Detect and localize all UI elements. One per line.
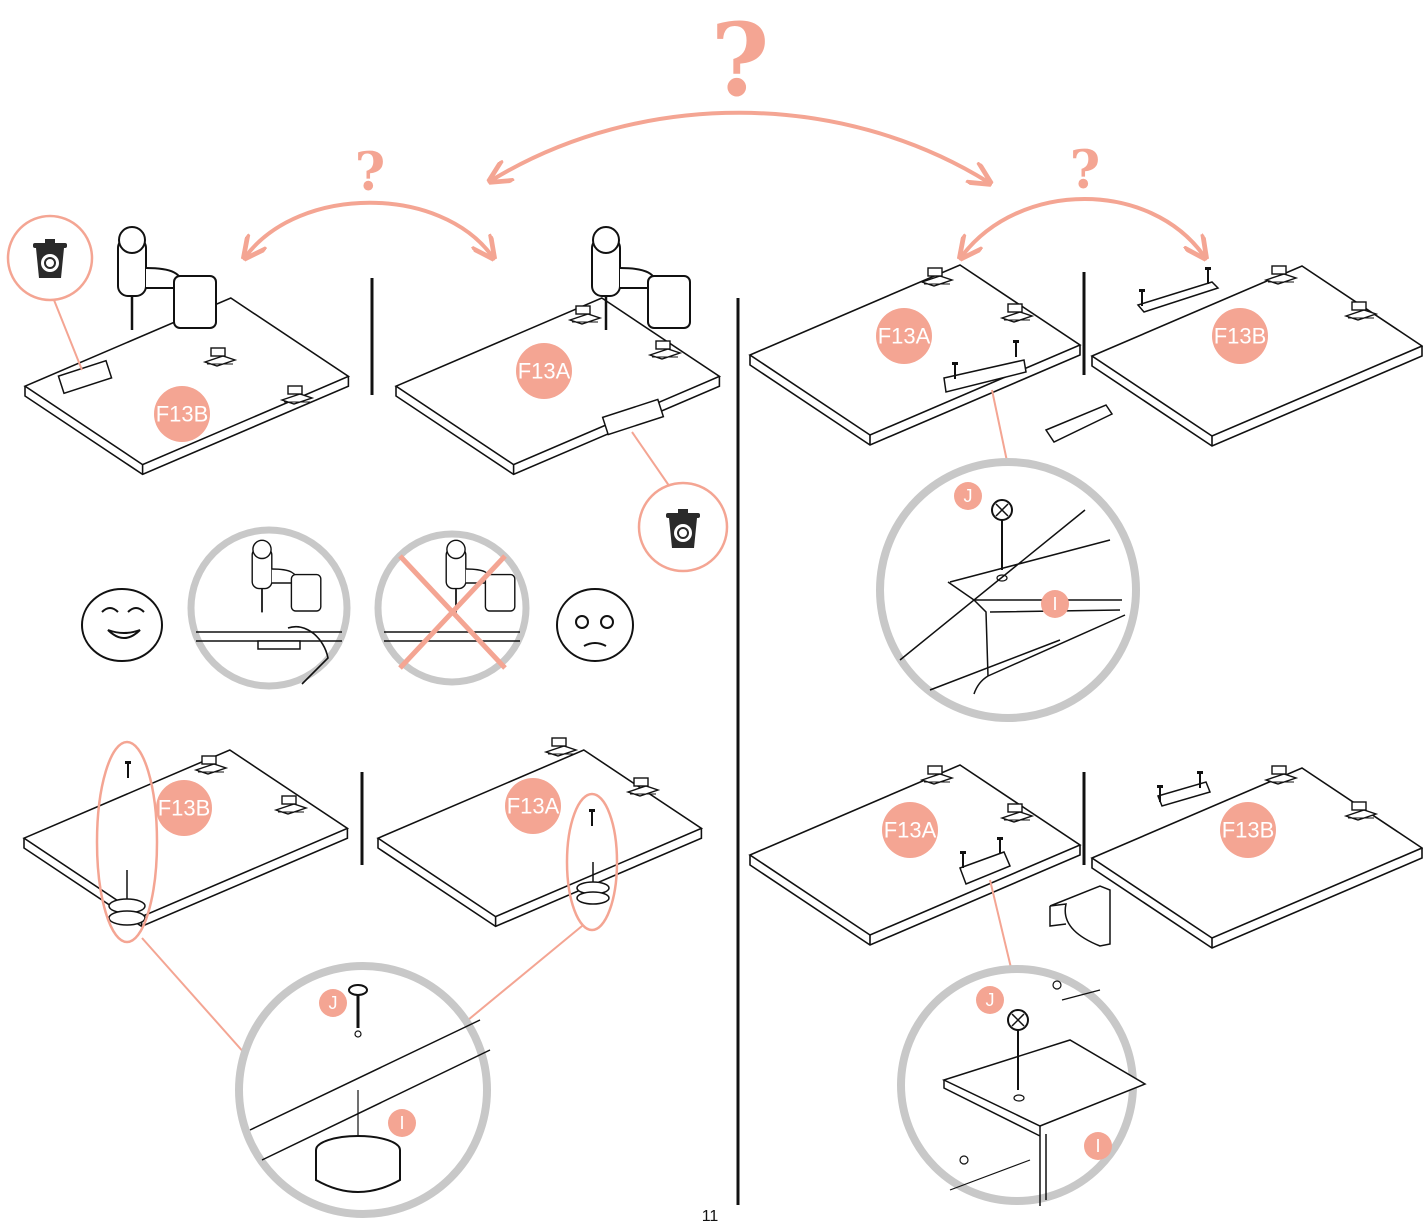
sad-face-icon — [556, 588, 634, 662]
label-f13b: F13B — [156, 402, 209, 427]
label-badge — [1212, 308, 1268, 364]
short-handle-part — [1049, 885, 1111, 947]
label-f13b: F13B — [158, 796, 211, 821]
drill-icon — [116, 225, 218, 332]
top-question-mark: ? — [711, 1, 770, 119]
happy-face-icon — [81, 588, 163, 662]
label-f13a: F13A — [884, 818, 937, 843]
foot-detail-circle: J I — [235, 962, 491, 1218]
right-question-mark: ? — [1070, 140, 1100, 201]
board-f13a-foot: F13A — [377, 737, 703, 932]
board-f13a-long-handle: F13A — [749, 264, 1081, 446]
label-f13b: F13B — [1222, 818, 1275, 843]
correct-drilling-circle — [187, 526, 351, 690]
long-handle-detail-circle: J I — [876, 458, 1140, 722]
left-double-arrow — [246, 200, 492, 256]
label-f13a: F13A — [507, 794, 560, 819]
label-j: J — [986, 990, 995, 1010]
left-question-mark: ? — [355, 142, 385, 203]
label-f13b: F13B — [1214, 324, 1267, 349]
label-f13a: F13A — [518, 359, 571, 384]
board-f13b-foot: F13B — [23, 740, 349, 944]
drill-icon — [590, 225, 692, 332]
wrong-drilling-circle — [374, 530, 530, 686]
label-i: I — [1052, 594, 1057, 614]
scrap-wood-block — [601, 398, 665, 436]
label-badge — [156, 780, 212, 836]
right-double-arrow — [962, 197, 1204, 256]
label-f13a: F13A — [878, 324, 931, 349]
board-f13b-long-handle: F13B — [1091, 265, 1423, 447]
zoom-connector — [141, 937, 247, 1056]
board-f13b-drilling: F13B — [24, 225, 350, 476]
label-j: J — [964, 486, 973, 506]
top-double-arrow — [492, 110, 988, 182]
label-badge — [505, 778, 561, 834]
label-i: I — [399, 1113, 404, 1133]
short-handle-detail-circle: J I — [897, 965, 1147, 1206]
zoom-connector — [991, 389, 1009, 467]
hand-icon — [287, 625, 329, 685]
zoom-connector — [467, 925, 583, 1021]
board-f13a-short-handle: F13A — [749, 764, 1081, 946]
recycle-bin-icon — [631, 431, 729, 573]
label-j: J — [329, 993, 338, 1013]
long-handle-part — [1044, 404, 1114, 443]
cross-icon — [398, 554, 507, 670]
recycle-bin-icon — [6, 214, 94, 371]
label-badge — [154, 386, 210, 442]
label-badge — [516, 343, 572, 399]
page-number: 11 — [701, 1208, 719, 1225]
label-badge — [876, 308, 932, 364]
label-i: I — [1095, 1136, 1100, 1156]
label-badge — [1220, 802, 1276, 858]
label-badge — [882, 802, 938, 858]
board-f13a-drilling: F13A — [395, 225, 721, 476]
board-f13b-short-handle: F13B — [1091, 765, 1423, 949]
zoom-connector — [989, 879, 1013, 973]
